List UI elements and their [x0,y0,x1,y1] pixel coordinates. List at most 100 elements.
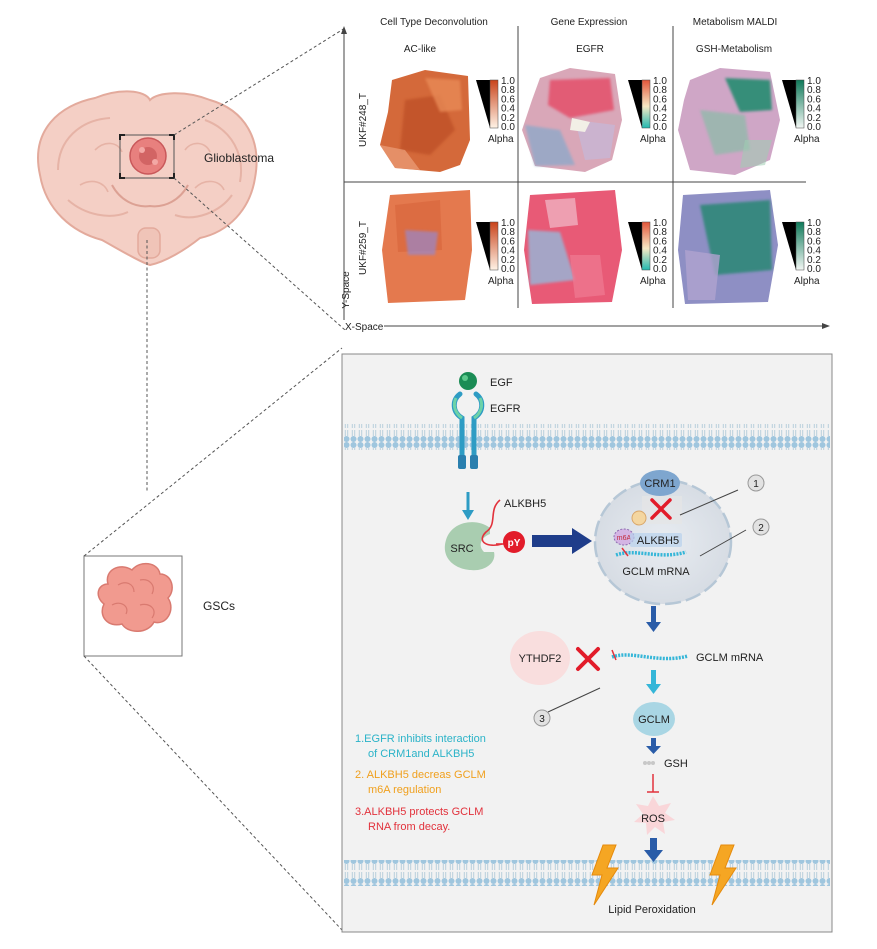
plasma-membrane-top [344,424,830,450]
crm1-label: CRM1 [644,478,675,490]
legend-tick-label: 0.2 [501,113,515,124]
legend-alpha-label: Alpha [640,276,666,287]
py-badge [503,531,525,553]
legend-ticks: 1.00.80.60.40.20.0Alpha1.00.80.60.40.20.… [488,76,821,287]
zoom-line-top [173,27,346,136]
plasma-membrane-bottom [344,860,830,886]
gclm-mrna-nucleus-label: GCLM mRNA [622,566,690,578]
row-label-1: UKF#259_T [358,221,369,275]
ligand-icon [631,510,647,526]
pathway-panel [341,353,833,933]
legend-tick-label: 1.0 [653,76,667,87]
legend-tick-label: 0.6 [653,236,667,247]
py-label: pY [508,538,521,549]
legend-tick-label: 0.6 [807,236,821,247]
row-label-0: UKF#248_T [358,93,369,147]
legend-tick-label: 0.0 [501,122,515,133]
legend-tick-label: 0.0 [653,264,667,275]
note-1-line-1: 1.EGFR inhibits interaction [355,733,486,745]
legend-tick-label: 0.2 [653,113,667,124]
legend-tick-label: 0.2 [501,255,515,266]
legend-tick-label: 1.0 [501,76,515,87]
callout-1 [747,474,765,492]
legend-tick-label: 0.8 [807,227,821,238]
note-1-line-2: of CRM1and ALKBH5 [368,748,474,760]
gclm-label: GCLM [638,714,670,726]
legend-acl-1 [476,79,499,129]
legend-tick-label: 0.8 [653,85,667,96]
note-3-line-1: 3.ALKBH5 protects GCLM [355,806,483,818]
sub-header-2: GSH-Metabolism [696,44,772,55]
gclm-mrna-nucleus [615,550,687,557]
gsh-label: GSH [664,758,688,770]
gsh-molecule-icon [643,761,655,765]
legend-tick-label: 0.4 [501,104,515,115]
legend-alpha-label: Alpha [640,134,666,145]
callout-3-label: 3 [539,714,545,725]
legend-tick-label: 0.0 [501,264,515,275]
tissue-acl-2 [382,190,472,303]
col-header-1: Gene Expression [551,17,628,28]
egfr-receptor [451,372,485,469]
mechanism-notes: 1.EGFR inhibits interaction of CRM1and AL… [355,733,486,833]
legend-tick-label: 0.4 [807,246,821,257]
legend-tick-label: 0.8 [501,227,515,238]
legend-tick-label: 1.0 [501,218,515,229]
sub-header-1: EGFR [576,44,604,55]
legend-gsh-1 [782,79,805,129]
legend-tick-label: 0.6 [501,236,515,247]
ros-label: ROS [641,813,665,825]
alkbh5-nucleus-label: ALKBH5 [637,535,679,547]
tissue-gsh-1 [678,68,780,175]
arrow-ros-lipid [644,850,663,862]
gclm-mrna-cyto-label: GCLM mRNA [696,652,764,664]
m6a-label: m6A [617,535,632,542]
src-kinase [444,522,495,571]
block-x-icon-1 [650,498,672,520]
lipid-peroxidation-label: Lipid Peroxidation [608,904,695,916]
legend-tick-label: 0.6 [653,94,667,105]
egf-ligand [459,372,477,390]
legend-tick-label: 0.4 [807,104,821,115]
crm1-protein [640,470,680,496]
col-header-2: Metabolism MALDI [693,17,777,28]
gsc-cell-cluster [97,562,173,632]
legend-tick-label: 0.2 [807,113,821,124]
callout-1-label: 1 [753,479,759,490]
egfr-label: EGFR [490,403,521,415]
alkbh5-top-label: ALKBH5 [504,498,546,510]
legend-alpha-label: Alpha [794,276,820,287]
callout-3 [533,709,551,727]
legend-egfr-2 [628,221,651,271]
legend-alpha-label: Alpha [488,134,514,145]
gclm-protein [633,702,675,736]
callout-2-label: 2 [758,523,764,534]
arrow-gclm-gsh [646,746,661,754]
col-header-0: Cell Type Deconvolution [380,17,488,28]
lightning-icon-right [709,844,737,906]
zoom-line-bottom [173,177,346,331]
src-label: SRC [450,543,473,555]
tissue-acl-1 [380,70,470,172]
block-x-icon-2 [576,647,600,671]
arrow-mrna-gclm [646,684,661,694]
legend-tick-label: 0.4 [653,246,667,257]
x-axis-label: X-Space [345,322,384,333]
ythdf2-label: YTHDF2 [519,653,562,665]
y-axis-label: Y-Space [341,271,352,309]
legend-tick-label: 0.0 [807,122,821,133]
legend-acl-2 [476,221,499,271]
legend-tick-label: 0.2 [653,255,667,266]
legend-alpha-label: Alpha [794,134,820,145]
legend-gsh-2 [782,221,805,271]
tissue-egfr-1 [522,68,622,172]
legend-tick-label: 0.6 [501,94,515,105]
egf-label: EGF [490,377,513,389]
tissue-gsh-2 [678,190,778,304]
legend-tick-label: 0.6 [807,94,821,105]
legend-tick-label: 1.0 [807,218,821,229]
legend-tick-label: 0.8 [501,85,515,96]
brain-label: Glioblastoma [204,151,274,165]
legend-tick-label: 0.2 [807,255,821,266]
